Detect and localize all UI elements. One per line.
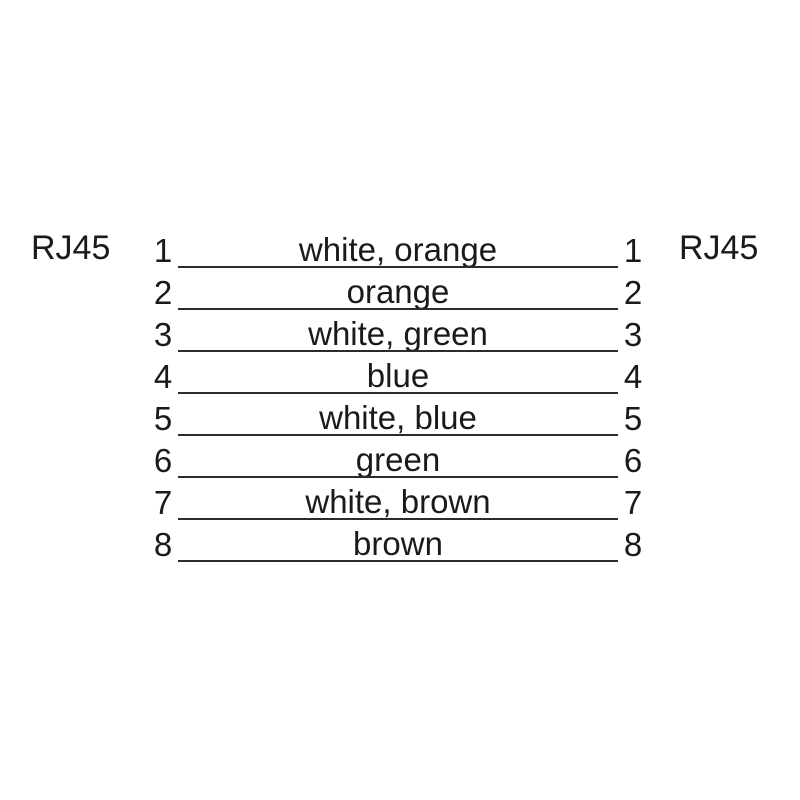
wire-line bbox=[178, 266, 618, 268]
wire-color-label: green bbox=[355, 441, 441, 478]
wire-color-label: white, green bbox=[308, 315, 488, 352]
wire-color-label: orange bbox=[346, 273, 450, 310]
pin-number-right: 3 bbox=[623, 316, 643, 353]
pin-number-right: 5 bbox=[623, 400, 643, 437]
pin-number-left: 2 bbox=[153, 274, 173, 311]
pin-number-right: 7 bbox=[623, 484, 643, 521]
wire-line bbox=[178, 434, 618, 436]
pin-number-left: 4 bbox=[153, 358, 173, 395]
wire-color-label: white, brown bbox=[305, 483, 491, 520]
pin-number-right: 8 bbox=[623, 526, 643, 563]
wire-color-label: white, orange bbox=[298, 231, 498, 268]
pin-number-left: 1 bbox=[153, 232, 173, 269]
wire-line bbox=[178, 518, 618, 520]
pin-number-right: 4 bbox=[623, 358, 643, 395]
connector-label-right: RJ45 bbox=[679, 229, 759, 267]
pin-number-left: 8 bbox=[153, 526, 173, 563]
wire-line bbox=[178, 476, 618, 478]
wire-line bbox=[178, 392, 618, 394]
wire-line bbox=[178, 350, 618, 352]
pin-number-left: 7 bbox=[153, 484, 173, 521]
connector-label-left: RJ45 bbox=[31, 229, 111, 267]
wire-line bbox=[178, 308, 618, 310]
wire-color-label: brown bbox=[353, 525, 443, 562]
wire-color-label: blue bbox=[366, 357, 430, 394]
wire-line bbox=[178, 560, 618, 562]
pin-number-left: 3 bbox=[153, 316, 173, 353]
pin-number-right: 6 bbox=[623, 442, 643, 479]
pin-number-right: 2 bbox=[623, 274, 643, 311]
pin-number-right: 1 bbox=[623, 232, 643, 269]
pin-number-left: 6 bbox=[153, 442, 173, 479]
wire-color-label: white, blue bbox=[319, 399, 477, 436]
pin-number-left: 5 bbox=[153, 400, 173, 437]
